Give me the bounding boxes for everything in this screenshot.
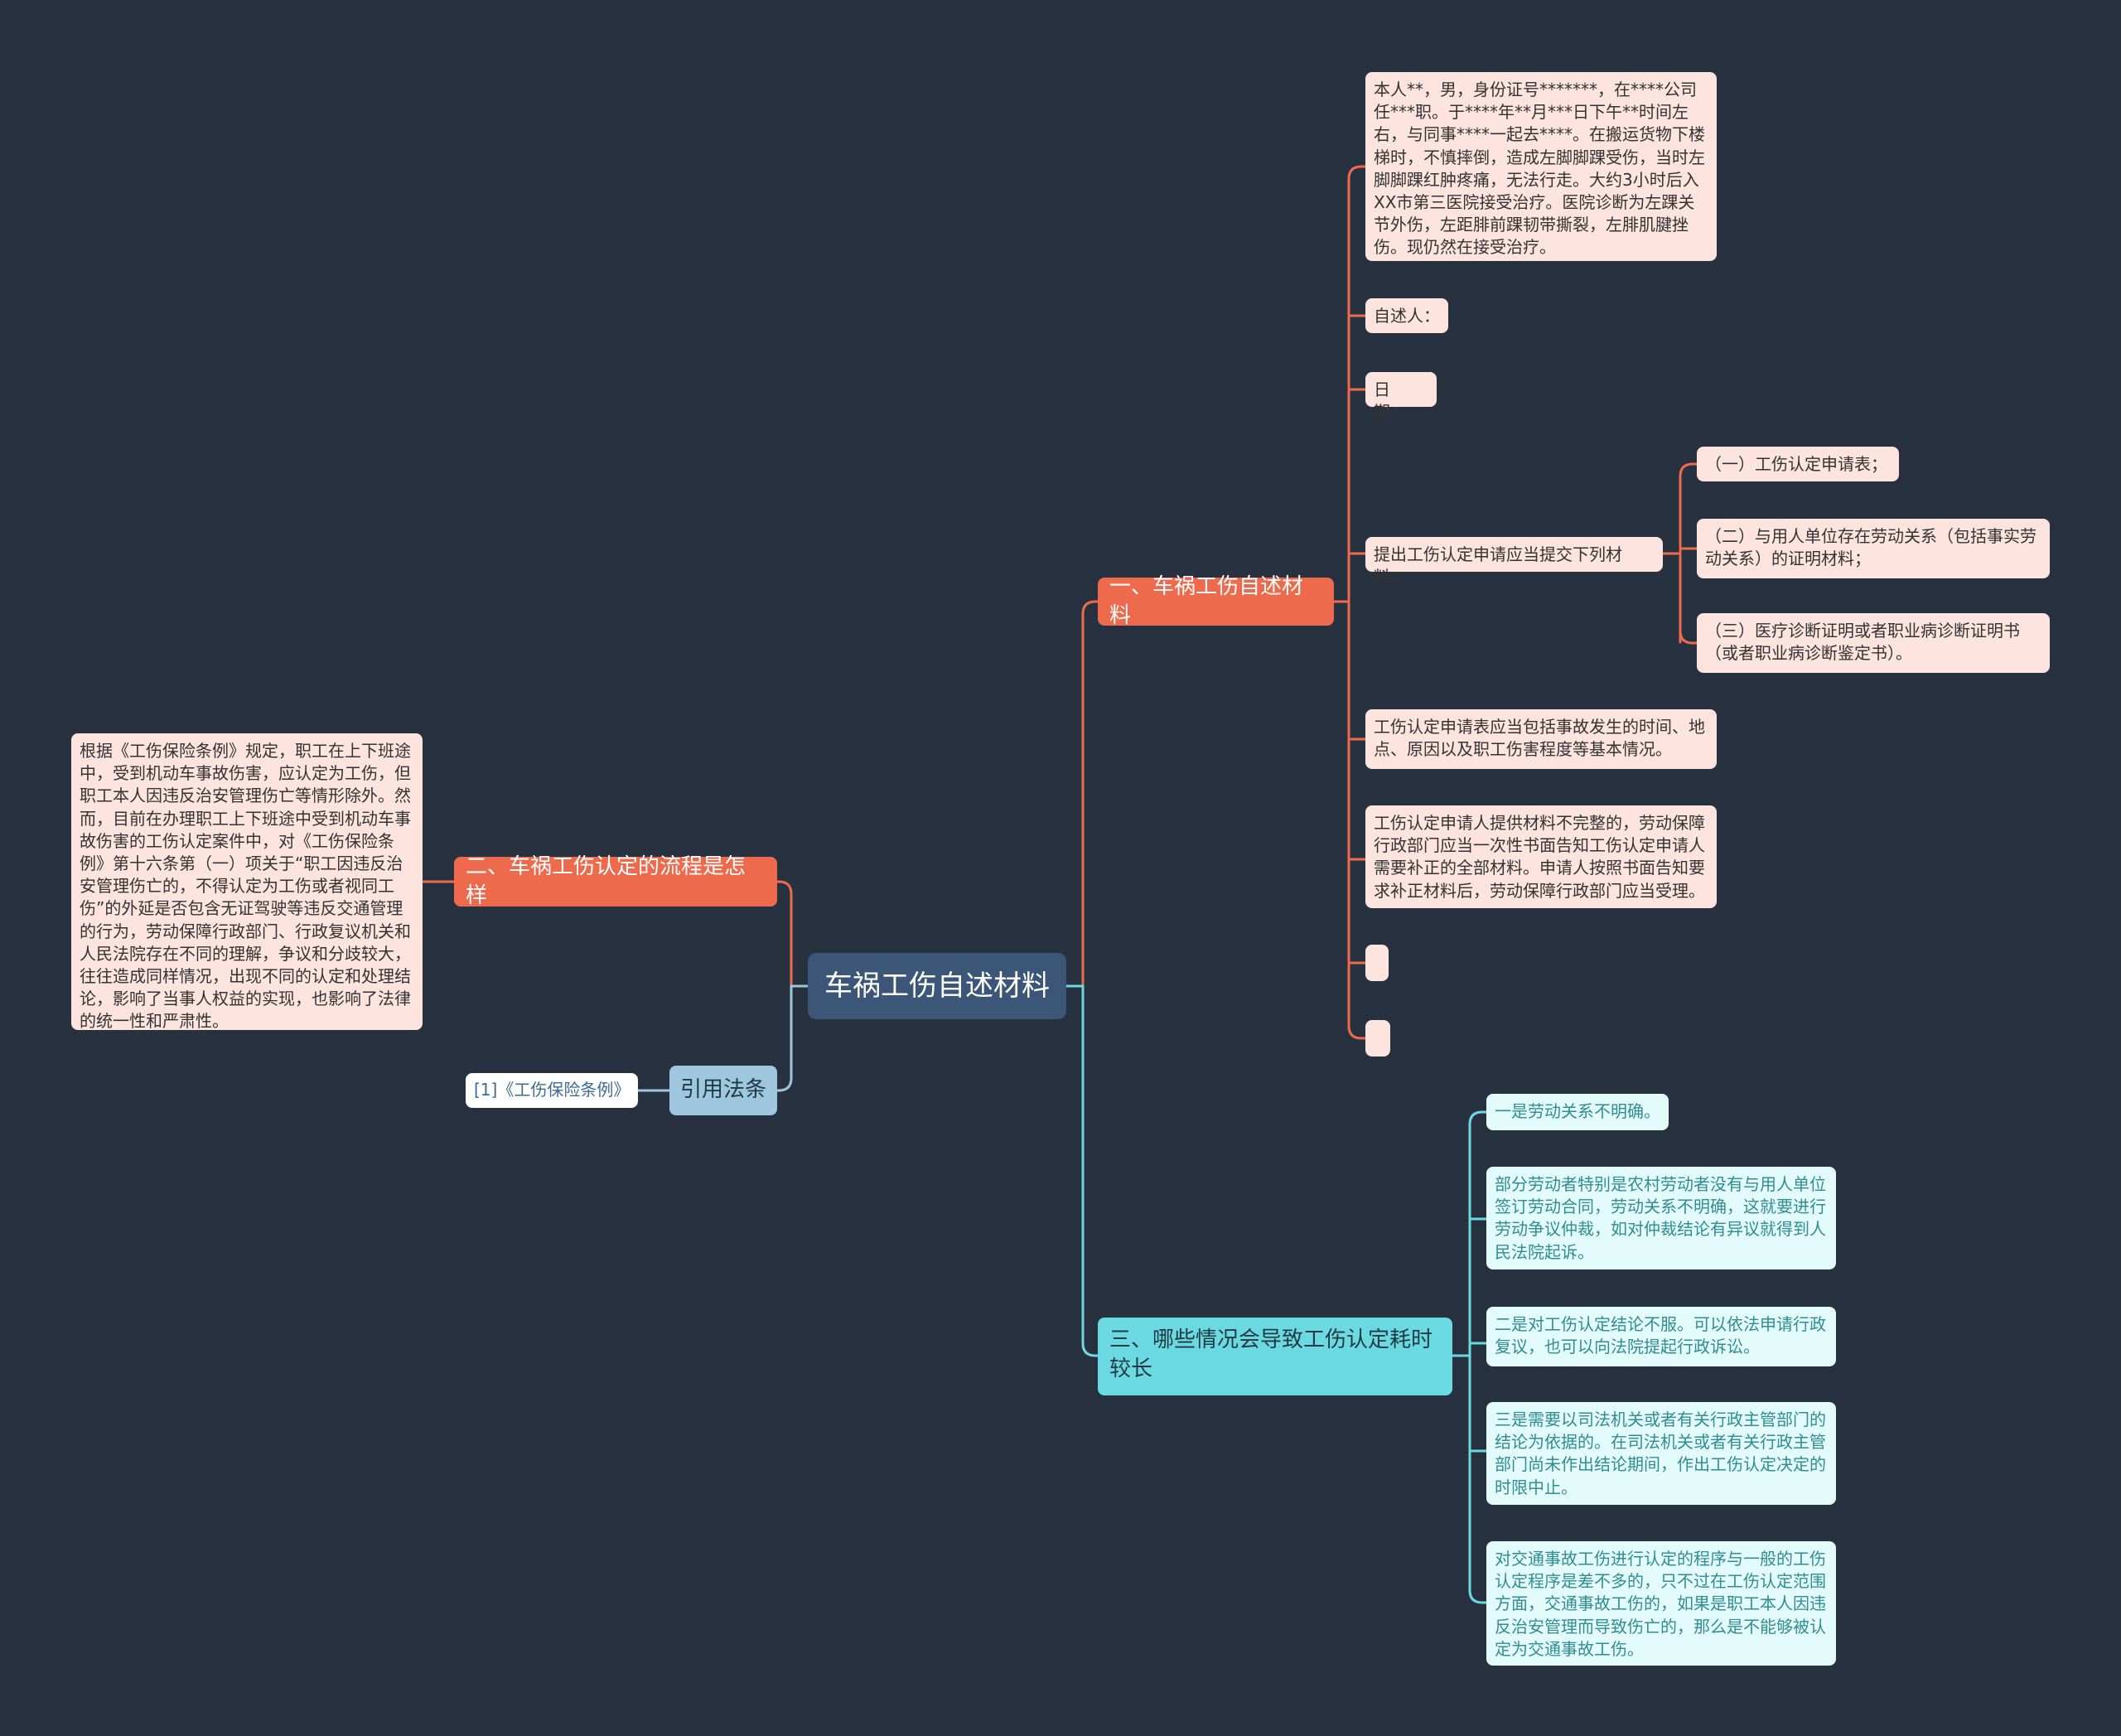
leaf-empty[interactable]	[1365, 1020, 1390, 1057]
leaf-material-item[interactable]: （二）与用人单位存在劳动关系（包括事实劳动关系）的证明材料；	[1697, 519, 2050, 578]
leaf-reason-item[interactable]: 对交通事故工伤进行认定的程序与一般的工伤认定程序是差不多的，只不过在工伤认定范围…	[1486, 1541, 1836, 1666]
leaf-material-item[interactable]: （三）医疗诊断证明或者职业病诊断证明书（或者职业病诊断鉴定书）。	[1697, 613, 2050, 673]
branch-long-duration-cases[interactable]: 三、哪些情况会导致工伤认定耗时较长	[1098, 1318, 1452, 1395]
leaf-supplement-note[interactable]: 工伤认定申请人提供材料不完整的，劳动保障行政部门应当一次性书面告知工伤认定申请人…	[1365, 805, 1717, 908]
leaf-reason-item[interactable]: 二是对工伤认定结论不服。可以依法申请行政复议，也可以向法院提起行政诉讼。	[1486, 1307, 1836, 1366]
branch-references[interactable]: 引用法条	[669, 1066, 777, 1115]
leaf-reason-item[interactable]: 部分劳动者特别是农村劳动者没有与用人单位签订劳动合同，劳动关系不明确，这就要进行…	[1486, 1167, 1836, 1269]
branch-self-statement[interactable]: 一、车祸工伤自述材料	[1098, 574, 1334, 628]
branch-identification-process[interactable]: 二、车祸工伤认定的流程是怎样	[454, 854, 777, 908]
leaf-empty[interactable]	[1365, 945, 1389, 981]
leaf-reference-item[interactable]: [1]《工伤保险条例》	[466, 1073, 638, 1108]
leaf-form-note[interactable]: 工伤认定申请表应当包括事故发生的时间、地点、原因以及职工伤害程度等基本情况。	[1365, 709, 1717, 769]
root-topic[interactable]: 车祸工伤自述材料	[808, 953, 1066, 1019]
leaf-narrator[interactable]: 自述人：	[1365, 298, 1448, 333]
leaf-statement-text[interactable]: 本人**，男，身份证号*******，在****公司任***职。于****年**…	[1365, 72, 1717, 261]
leaf-date[interactable]: 日 期：	[1365, 372, 1437, 422]
leaf-reason-item[interactable]: 三是需要以司法机关或者有关行政主管部门的结论为依据的。在司法机关或者有关行政主管…	[1486, 1402, 1836, 1505]
leaf-required-materials[interactable]: 提出工伤认定申请应当提交下列材料：	[1365, 537, 1663, 587]
leaf-process-detail[interactable]: 根据《工伤保险条例》规定，职工在上下班途中，受到机动车事故伤害，应认定为工伤，但…	[71, 733, 423, 1031]
leaf-material-item[interactable]: （一）工伤认定申请表；	[1697, 447, 1899, 481]
leaf-reason-item[interactable]: 一是劳动关系不明确。	[1486, 1094, 1669, 1130]
